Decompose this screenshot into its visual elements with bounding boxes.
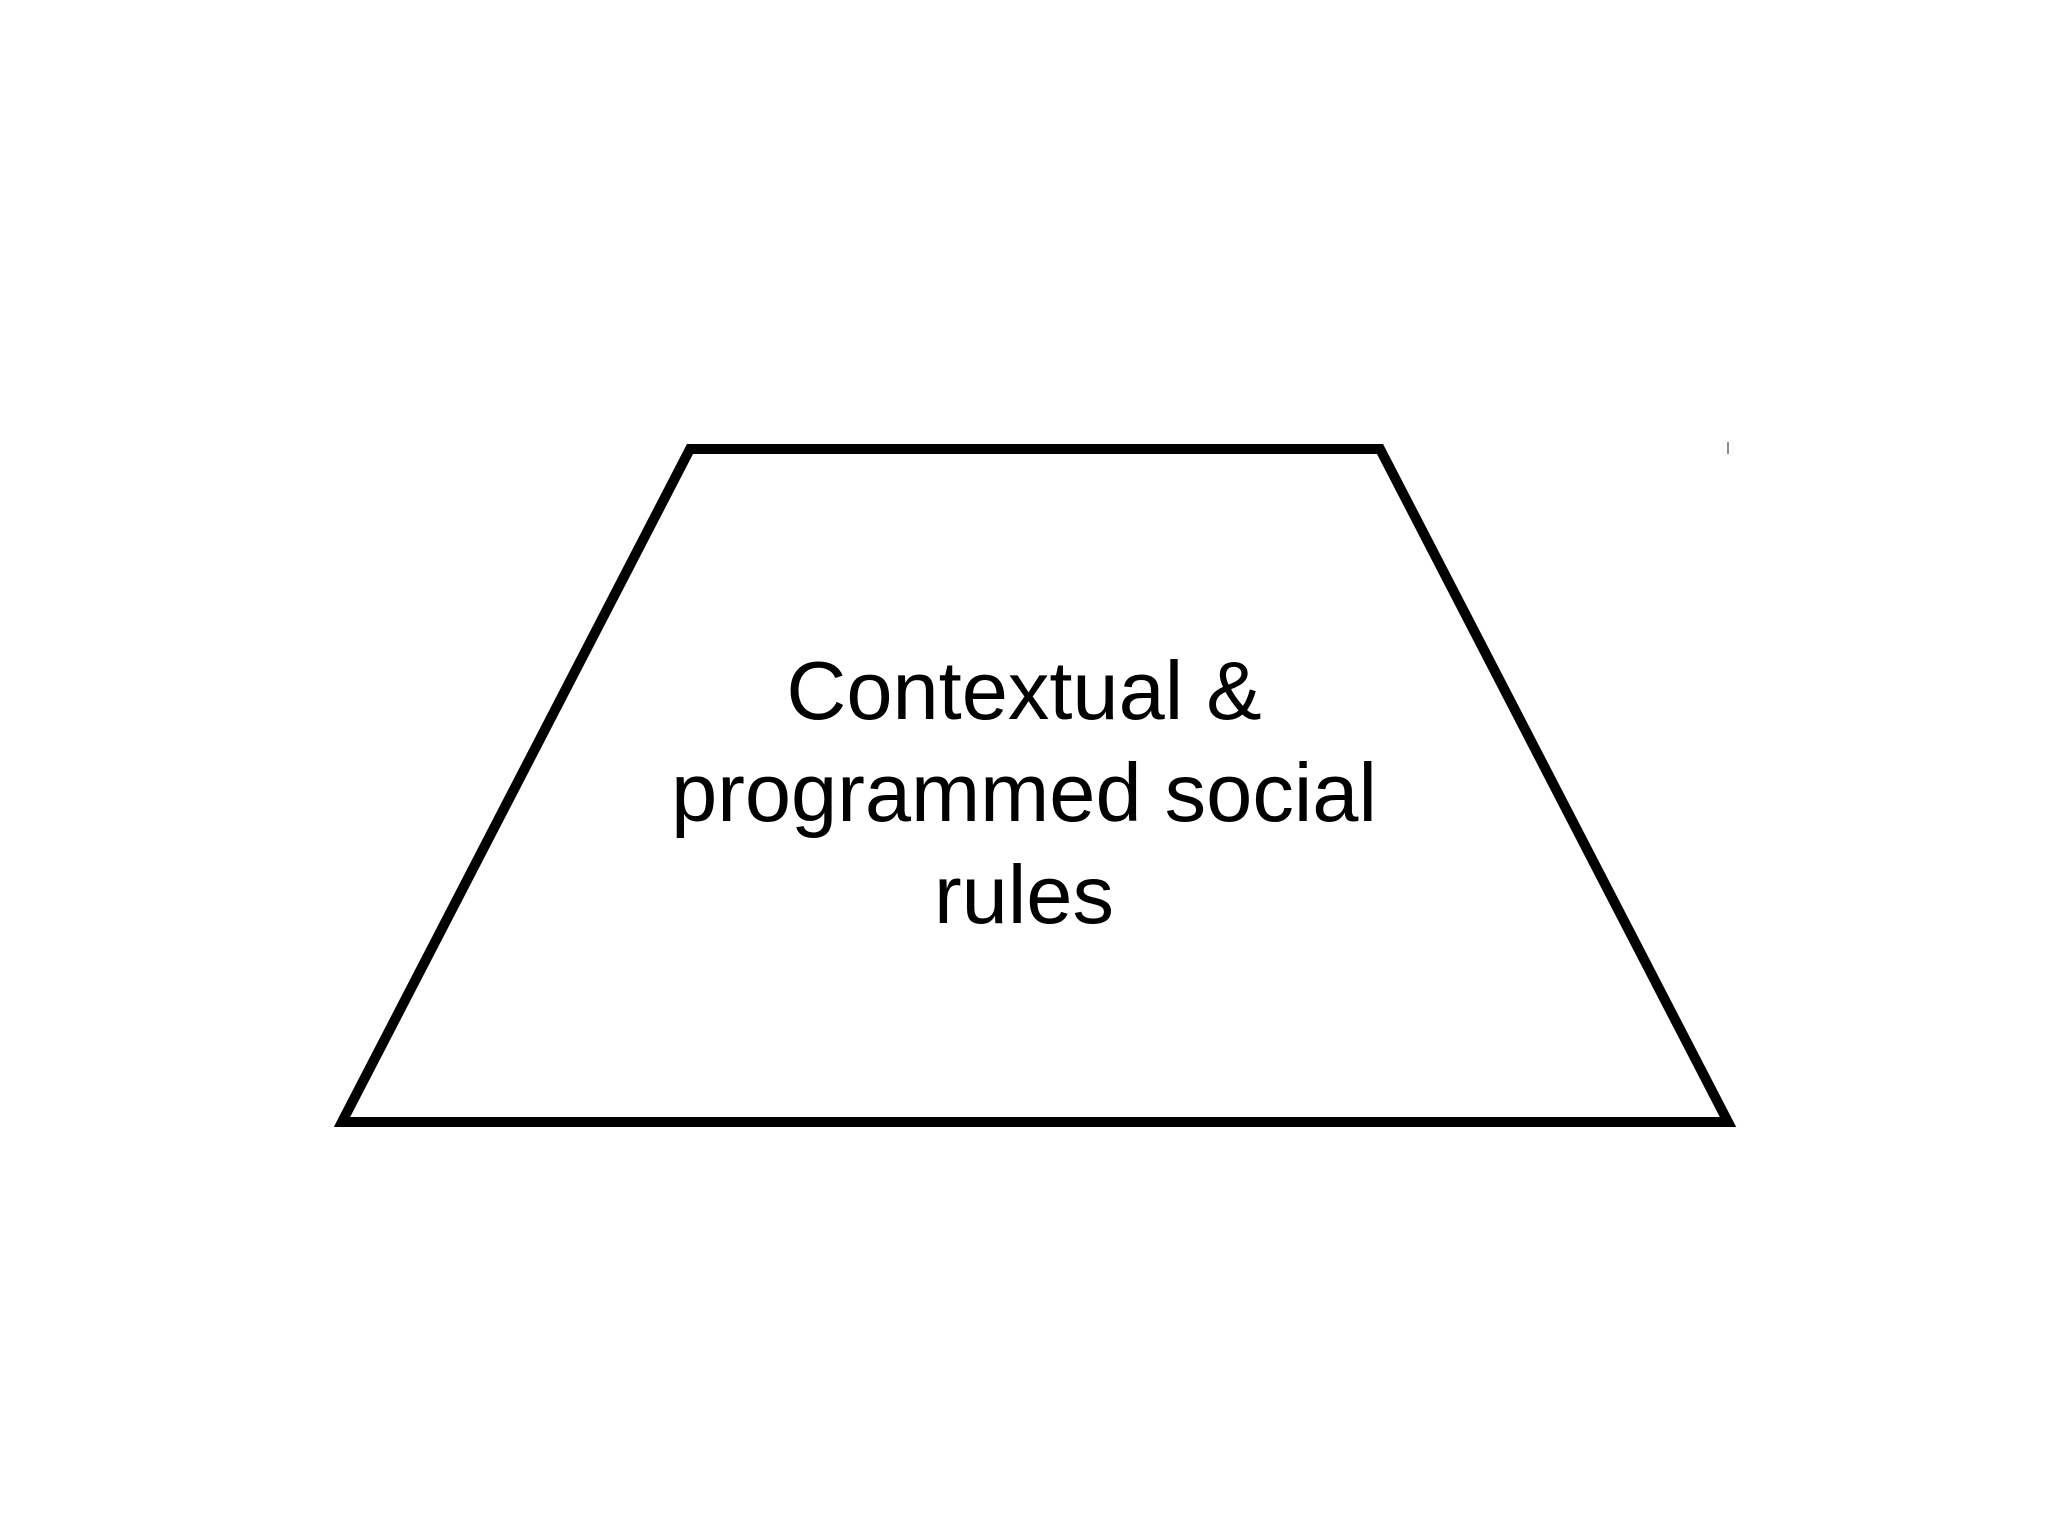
label-line-3: rules bbox=[934, 848, 1114, 941]
label-line-2: programmed social bbox=[671, 746, 1377, 839]
trapezoid-shape[interactable] bbox=[333, 444, 1737, 1127]
label-line-1: Contextual & bbox=[786, 644, 1262, 737]
trapezoid-label: Contextual & programmed social rules bbox=[640, 640, 1408, 946]
